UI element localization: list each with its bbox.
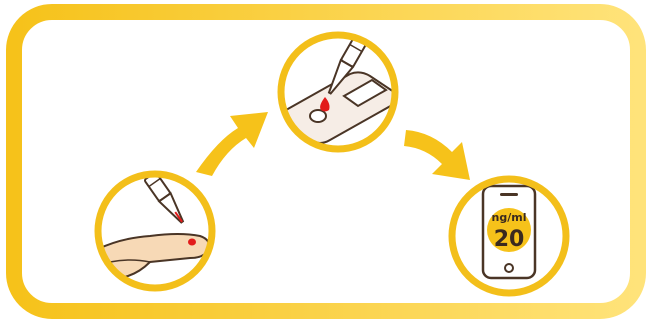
- result-unit: ng/ml: [492, 211, 527, 224]
- result-badge: [487, 208, 531, 252]
- sample-well: [309, 109, 327, 123]
- frame-border: [6, 4, 646, 319]
- finger-prick-step: [94, 170, 216, 292]
- dropper-icon: [327, 37, 367, 95]
- blood-drop-icon: [320, 97, 330, 112]
- curved-arrow-icon: [404, 130, 470, 180]
- result-value: 20: [494, 227, 525, 252]
- apply-sample-step: [277, 31, 399, 153]
- curved-arrow-icon: [196, 112, 268, 176]
- dropper-icon: [144, 174, 185, 224]
- read-result-step: ng/ml 20: [448, 175, 570, 297]
- blood-drop-icon: [188, 238, 196, 246]
